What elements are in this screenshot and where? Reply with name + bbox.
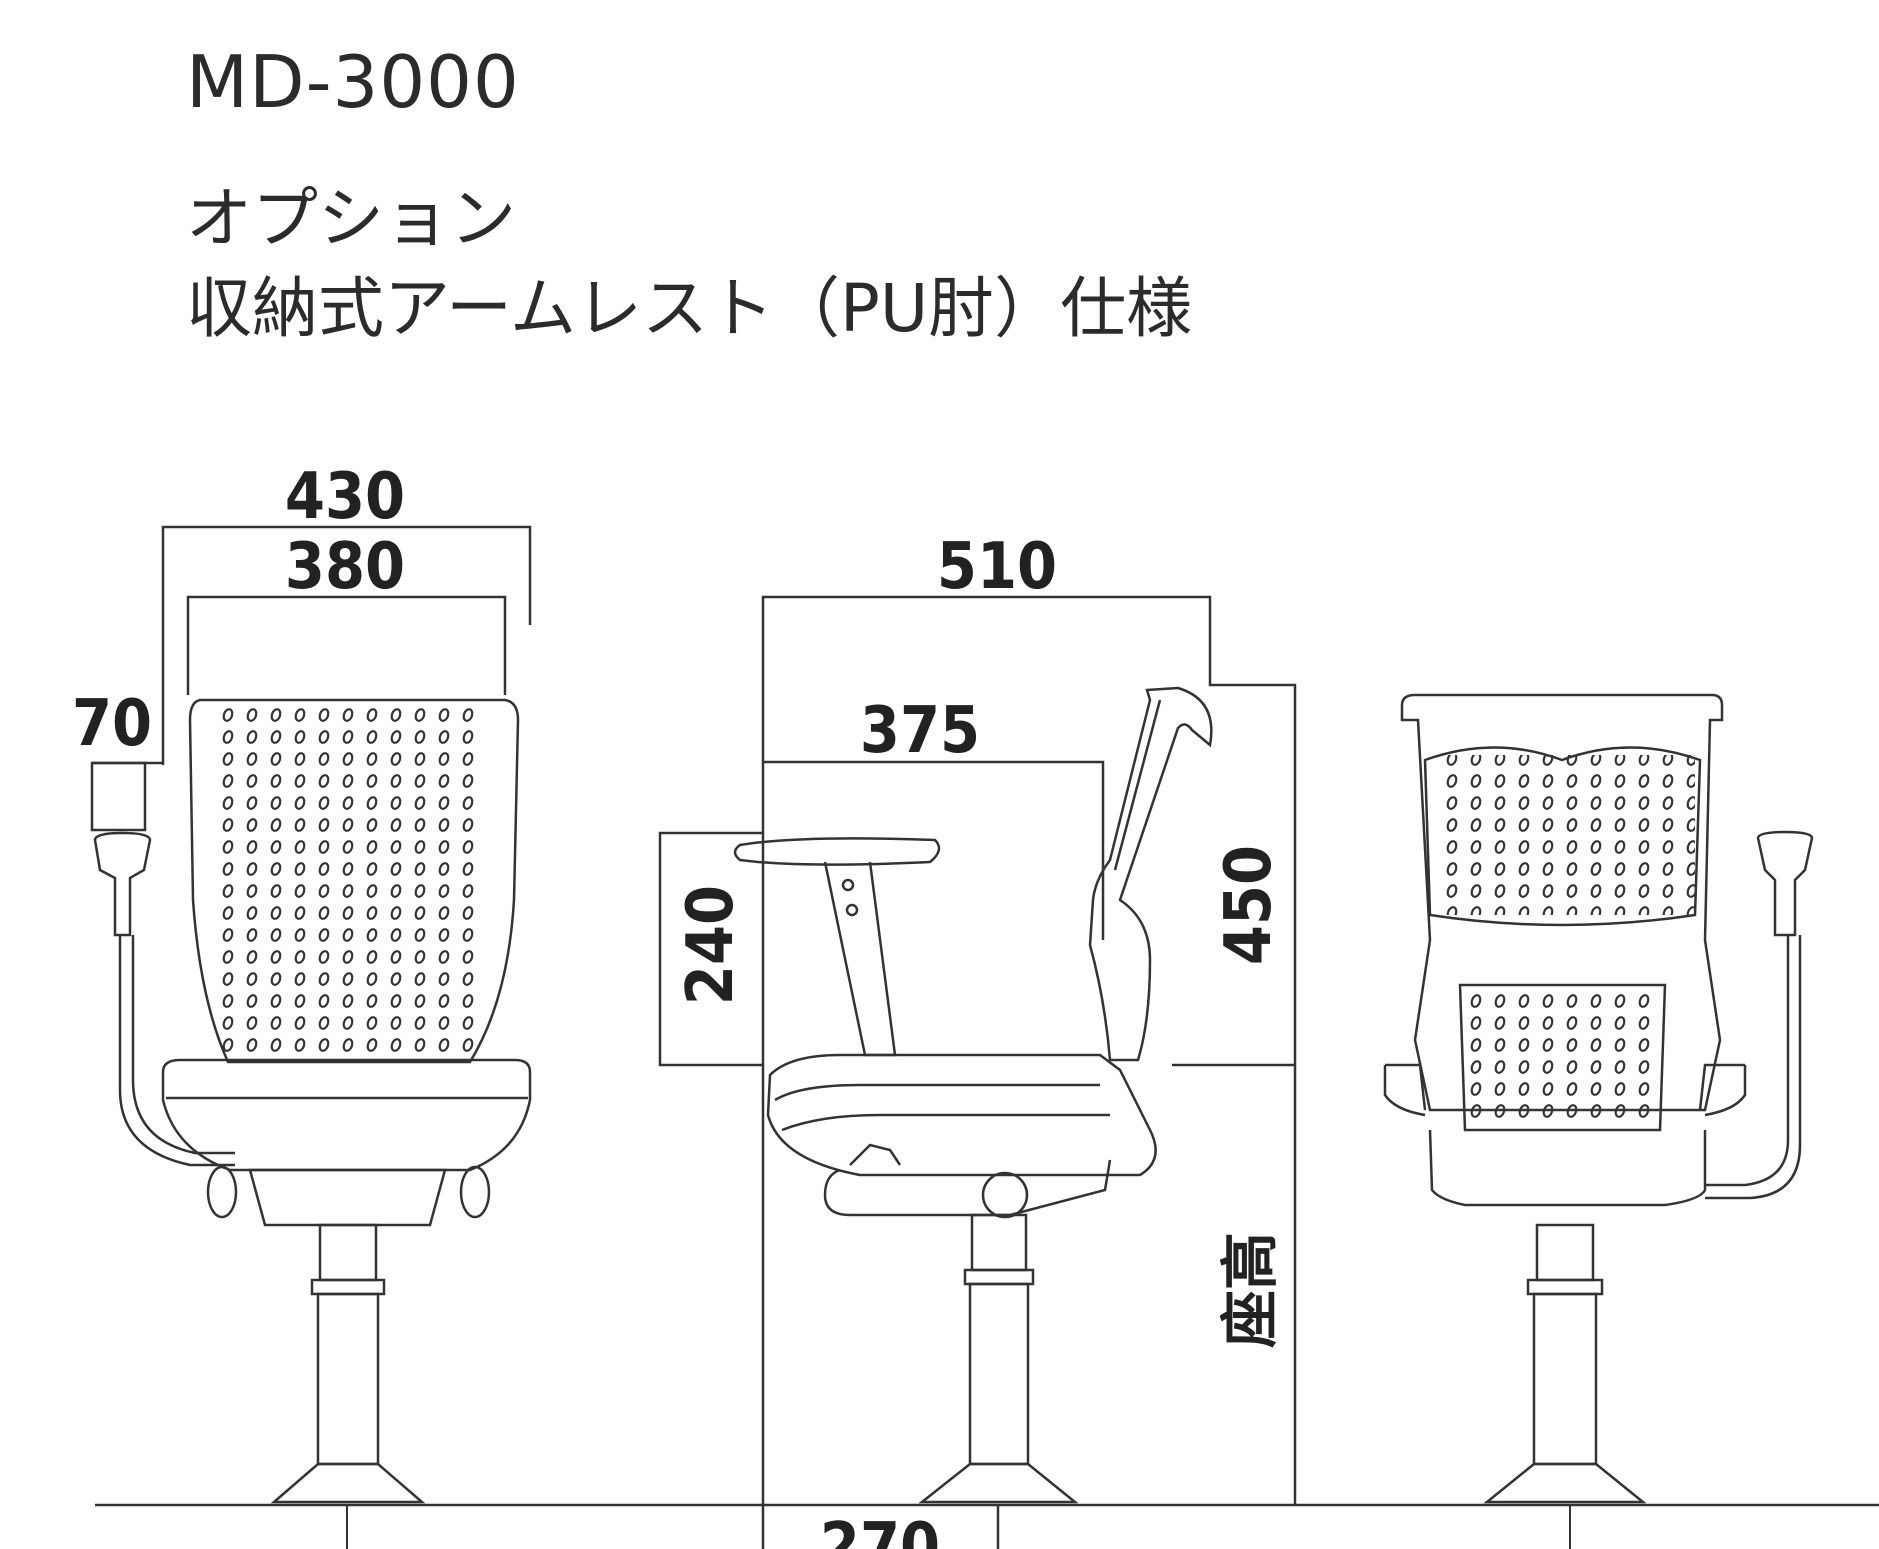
side-gas-cylinder: [970, 1213, 1028, 1272]
front-view: [90, 525, 532, 1504]
dim-label-240: 240: [674, 885, 748, 1005]
back-lumbar-frame: [1458, 983, 1667, 1132]
side-view: [658, 595, 1297, 1549]
dim-label-270: 270: [820, 1510, 940, 1549]
side-base: [918, 1462, 1079, 1504]
side-backrest: [1088, 686, 1213, 1062]
back-upper-mesh-frame: [1423, 746, 1702, 927]
back-seat: [1383, 1063, 1747, 1117]
dim-label-375: 375: [860, 694, 980, 768]
backrest-mesh: [210, 705, 485, 1055]
dim-line-510: [761, 595, 1297, 1549]
front-mechanism: [248, 1168, 447, 1227]
back-armrest: [1756, 830, 1814, 937]
dim-label-510: 510: [937, 530, 1057, 604]
model-title: MD-3000: [186, 40, 520, 124]
front-base: [270, 1462, 426, 1504]
back-base: [1483, 1462, 1647, 1504]
option-label: オプション: [186, 180, 516, 257]
front-armrest: [90, 761, 152, 937]
side-seat: [766, 1053, 1157, 1177]
back-lumbar-mesh: [1470, 990, 1655, 1125]
front-backrest: [188, 698, 520, 1064]
dim-label-380: 380: [285, 530, 405, 604]
back-gas-cylinder: [1535, 1223, 1595, 1282]
front-seat: [161, 1058, 532, 1172]
side-mechanism: [823, 1159, 1112, 1217]
dim-label-450: 450: [1212, 845, 1286, 965]
dim-line-240: [658, 831, 762, 1067]
option-description: 収納式アームレスト（PU肘）仕様: [186, 270, 1193, 347]
back-view: [1383, 693, 1814, 1504]
dim-label-430: 430: [285, 460, 405, 534]
dim-line-380: [186, 595, 507, 695]
dim-line-430: [161, 525, 532, 765]
back-upper-mesh: [1435, 755, 1695, 915]
dim-label-70: 70: [72, 687, 152, 761]
dim-label-seat-height: 座高: [1216, 1232, 1284, 1348]
side-armrest: [733, 837, 941, 866]
front-gas-cylinder: [318, 1223, 378, 1282]
dim-line-375: [763, 760, 1105, 940]
